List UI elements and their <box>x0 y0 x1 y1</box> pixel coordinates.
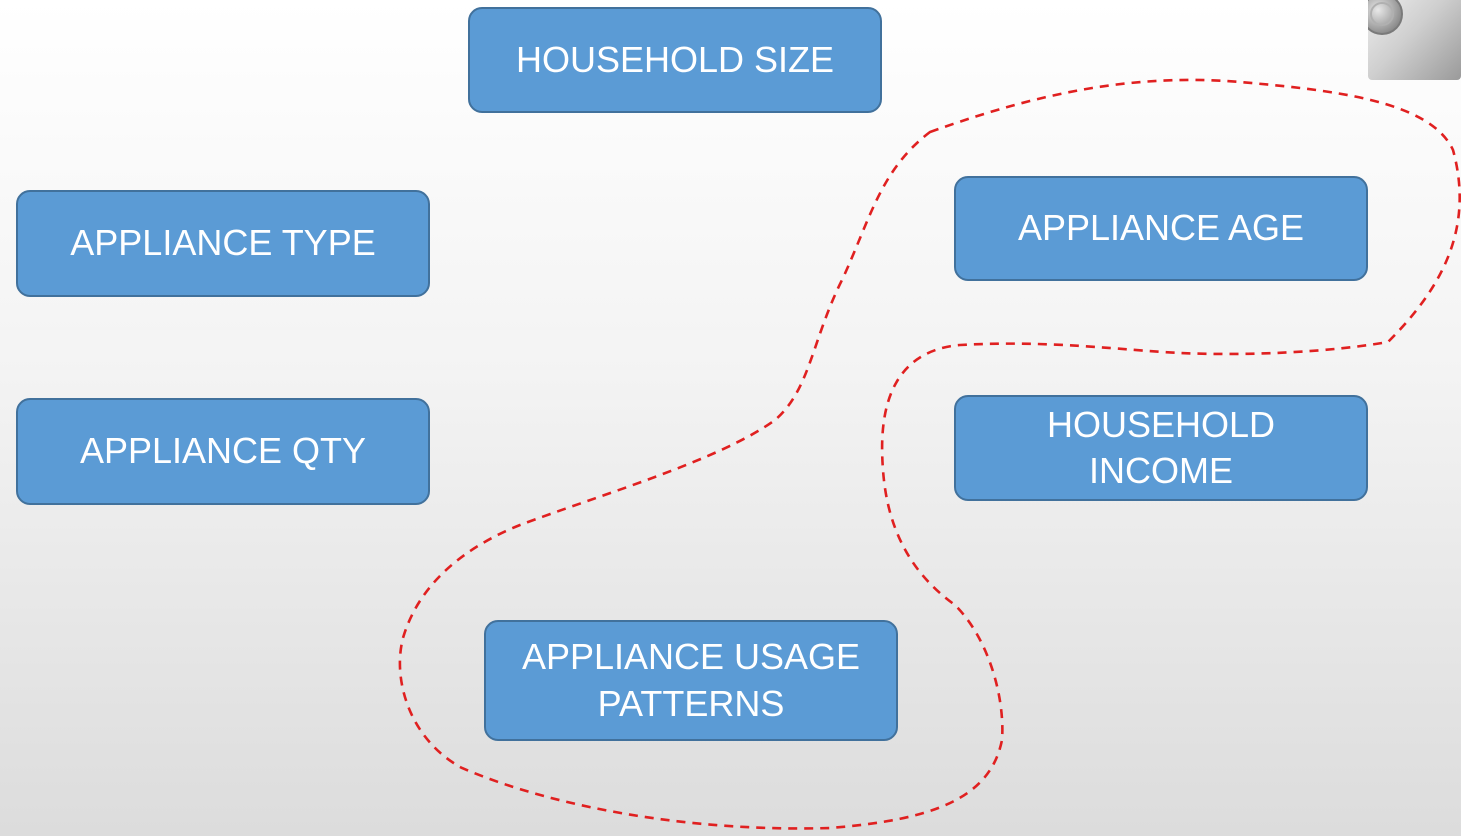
appliance-usage-patterns-label-line1: APPLIANCE USAGE <box>521 636 861 678</box>
household-income-label-line1: HOUSEHOLD <box>1046 403 1276 445</box>
appliance-qty-label: APPLIANCE QTY <box>79 430 367 472</box>
washing-machine-icon <box>1368 0 1461 80</box>
household-size-label: HOUSEHOLD SIZE <box>515 38 835 80</box>
household-income-node[interactable]: HOUSEHOLD INCOME <box>954 395 1368 501</box>
appliance-age-label: APPLIANCE AGE <box>1017 207 1305 249</box>
appliance-usage-patterns-node[interactable]: APPLIANCE USAGE PATTERNS <box>484 620 898 741</box>
appliance-type-node[interactable]: APPLIANCE TYPE <box>16 190 430 297</box>
household-size-node[interactable]: HOUSEHOLD SIZE <box>468 7 882 113</box>
appliance-age-node[interactable]: APPLIANCE AGE <box>954 176 1368 281</box>
appliance-usage-patterns-label-line2: PATTERNS <box>597 682 785 724</box>
appliance-qty-node[interactable]: APPLIANCE QTY <box>16 398 430 505</box>
household-income-label-line2: INCOME <box>1089 450 1233 491</box>
appliance-type-label: APPLIANCE TYPE <box>70 222 376 264</box>
